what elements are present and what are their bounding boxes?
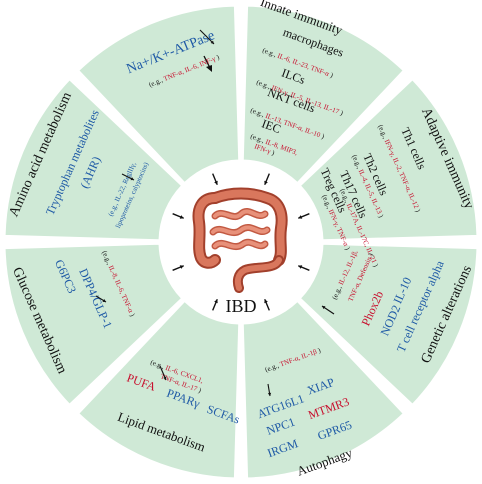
center-arrowhead-glucose [179, 265, 184, 269]
inner-arrowhead-autophagy [267, 392, 272, 396]
sector-inner-arrows [95, 29, 335, 397]
th1-close: ) [414, 208, 423, 214]
inner-arrowhead-genetic [322, 306, 326, 310]
atpase-close: ) [215, 53, 221, 62]
sector-innate [242, 5, 404, 184]
sector-atpase [78, 5, 240, 184]
sector-wedges [4, 5, 478, 479]
genetic-close: ) [367, 251, 376, 257]
mac-close: ) [329, 71, 335, 80]
iec-close: ) [271, 149, 277, 158]
center-arrowhead-lipid [214, 299, 218, 304]
glucose-close: ) [128, 312, 137, 318]
center-label: IBD [226, 296, 257, 316]
inner-arrowhead-glucose [102, 298, 106, 302]
center-arrowhead-autophagy [264, 299, 268, 304]
intestine-icon [192, 187, 288, 293]
sector-glucose [4, 243, 183, 405]
innate-iec: IEC [260, 116, 283, 136]
center-arrowhead-adaptive [298, 215, 303, 219]
center-arrowhead-atpase [214, 180, 218, 185]
inner-arrow-innate [199, 29, 215, 45]
sector-autophagy [242, 300, 404, 479]
atpase-down-arrow [203, 55, 212, 72]
sector-amino [4, 79, 183, 241]
center-arrowhead-innate [264, 180, 268, 185]
autophagy-close: ) [317, 346, 323, 355]
lipid-close: ) [197, 386, 203, 395]
sector-adaptive [299, 79, 478, 241]
ilc-close: ) [339, 109, 345, 118]
center-arrowhead-amino [179, 215, 184, 219]
th17-close: ) [372, 263, 381, 269]
sector-genetic [299, 243, 478, 405]
inner-arrowhead-innate [210, 40, 214, 44]
center-arrowhead-genetic [298, 265, 303, 269]
treg-close: ) [343, 246, 352, 252]
inner-arrowhead-amino [130, 177, 134, 181]
inner-arrowhead-lipid [163, 376, 167, 380]
center-arrows [172, 173, 310, 311]
sector-lipid [78, 300, 240, 479]
th2-close: ) [377, 213, 386, 219]
nkt-close: ) [320, 132, 326, 141]
